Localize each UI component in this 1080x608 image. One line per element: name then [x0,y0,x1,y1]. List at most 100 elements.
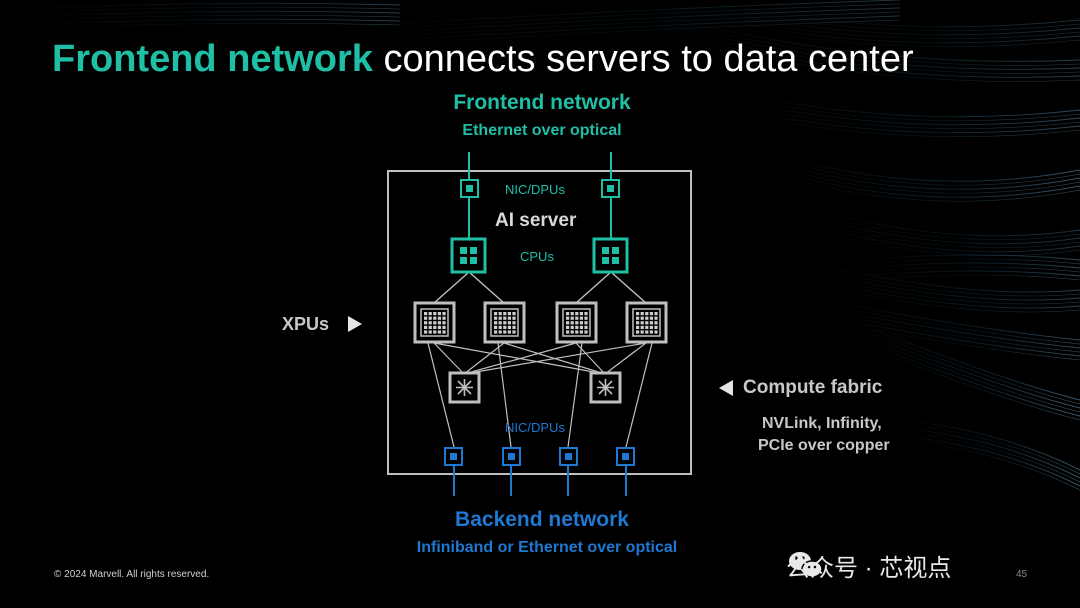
light-streak [819,307,1080,349]
compute-fabric-sub-line1: NVLink, Infinity, [762,415,882,432]
light-streak [719,93,1080,121]
cpus-label: CPUs [520,249,554,264]
xpu-chip-icon [413,301,456,344]
xpus-label: XPUs [282,314,330,334]
switch-asterisk-icon [589,371,622,404]
wechat-watermark: 公众号 · 芯视点 [786,555,952,582]
light-streak [719,101,1080,129]
slide-title-rest: connects servers to data center [372,38,914,80]
cpu-chip-icon [450,237,487,274]
triangle-left-icon [719,380,733,396]
light-streak [759,161,1080,194]
light-streak [299,19,901,51]
light-streak [859,274,1080,281]
xpu-chip-icon [555,301,598,344]
light-streak [859,270,1080,277]
page-number: 45 [1016,569,1028,580]
light-streak [0,10,401,19]
background-light-streaks [0,0,1080,491]
light-streak [849,339,1080,421]
light-streak [799,279,1080,313]
light-streak [699,19,1080,47]
light-streak [799,271,1080,305]
nic-dpus-bottom-label: NIC/DPUs [505,420,565,435]
light-streak [849,327,1080,409]
light-streak [639,13,1080,66]
light-streak [859,266,1080,273]
light-streak [299,15,901,47]
light-streak [719,97,1080,126]
frontend-links [468,152,612,240]
light-streak [639,17,1080,70]
light-streak [0,7,401,15]
light-streak [779,211,1080,249]
light-streak [719,109,1080,137]
light-streak [759,153,1080,186]
wechat-logo-icon [789,552,823,578]
slide-title: Frontend network connects servers to dat… [52,36,914,82]
backend-network-title: Backend network [455,508,629,531]
light-streak [899,427,1080,479]
light-streak [779,203,1080,241]
light-streak [299,3,901,35]
light-streak [859,254,1080,261]
frontend-network-title: Frontend network [453,91,631,114]
light-streak [0,23,401,31]
light-streak [819,319,1080,361]
light-streak [639,25,1080,78]
light-streak [899,423,1080,475]
light-streak [779,207,1080,245]
nic-dpus-top-label: NIC/DPUs [505,182,565,197]
light-streak [779,219,1080,257]
light-streak [819,299,1080,341]
light-streak [849,323,1080,405]
cpu-chip-icon [592,237,629,274]
light-streak [719,89,1080,118]
light-streak [0,18,401,27]
slide-title-highlight: Frontend network [52,38,373,80]
light-streak [759,157,1080,190]
nic-dpu-chip-icon [616,447,635,466]
compute-fabric-sub-line2: PCIe over copper [758,437,890,454]
light-streak [849,319,1080,401]
copyright-notice: © 2024 Marvell. All rights reserved. [54,569,210,580]
nic-dpu-chip-icon [460,179,479,198]
xpu-nic-links [427,342,653,448]
light-streak [859,258,1080,265]
light-streak [759,165,1080,198]
triangle-right-icon [348,316,362,332]
light-streak [639,21,1080,74]
light-streak [759,169,1080,202]
light-streak [799,267,1080,301]
light-streak [819,315,1080,357]
light-streak [799,259,1080,293]
backend-network-subtitle: Infiniband or Ethernet over optical [416,539,678,556]
frontend-network-subtitle: Ethernet over optical [462,122,622,139]
light-streak [859,262,1080,269]
backend-links [453,466,627,496]
light-streak [819,311,1080,353]
light-streak [779,215,1080,253]
nic-dpu-chip-icon [502,447,521,466]
light-streak [299,11,901,43]
nic-dpu-chip-icon [444,447,463,466]
light-streak [899,431,1080,483]
light-streak [799,263,1080,297]
light-streak [0,2,401,11]
ai-server-label: AI server [495,210,577,231]
light-streak [899,435,1080,487]
compute-fabric-label: Compute fabric [743,377,883,398]
light-streak [0,15,401,23]
light-streak [849,335,1080,417]
cpu-xpu-links [433,271,647,304]
xpu-chip-icon [483,301,526,344]
xpu-group [413,301,668,344]
light-streak [899,419,1080,471]
light-streak [639,29,1080,82]
light-streak [799,275,1080,309]
xpu-chip-icon [625,301,668,344]
light-streak [849,331,1080,413]
light-streak [899,439,1080,491]
